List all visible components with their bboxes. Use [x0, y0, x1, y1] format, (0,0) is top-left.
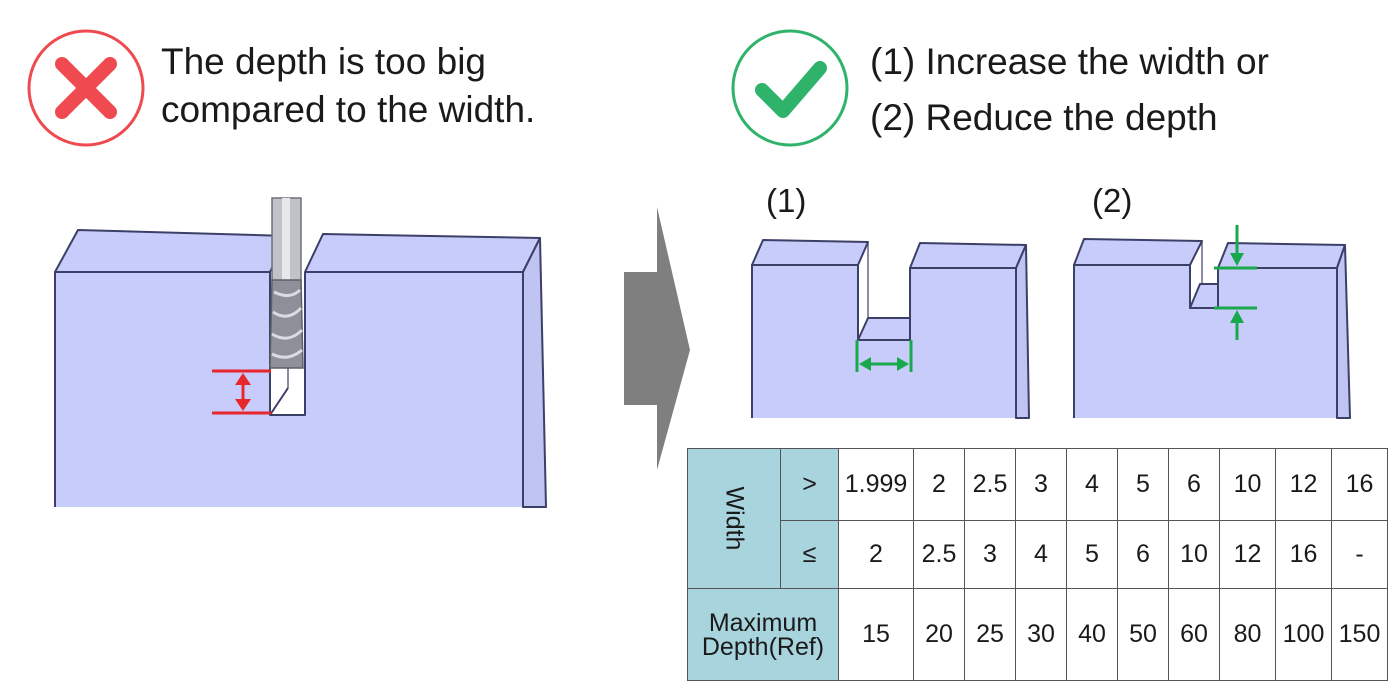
table-cell: 60: [1168, 588, 1220, 681]
table-cell: 4: [1015, 520, 1067, 589]
table-cell: 5: [1117, 448, 1169, 521]
workpiece-shallow-slot: [1073, 238, 1351, 419]
solution-line-2: (2) Reduce the depth: [870, 97, 1218, 138]
table-cell: 16: [1331, 448, 1388, 521]
table-cell: 5: [1066, 520, 1118, 589]
table-cell: 3: [1015, 448, 1067, 521]
solution-heading: (1) Increase the width or (2) Reduce the…: [870, 34, 1269, 146]
table-cell: 10: [1168, 520, 1220, 589]
table-cell: 2.5: [964, 448, 1016, 521]
table-cell: 20: [913, 588, 965, 681]
problem-line-1: The depth is too big: [161, 41, 486, 82]
table-cell: 25: [964, 588, 1016, 681]
table-cell: 2: [838, 520, 914, 589]
table-cell: 30: [1015, 588, 1067, 681]
table-row-max-depth: Maximum Depth(Ref) 15 20 25 30 40 50 60 …: [687, 588, 1388, 681]
table-cell: 6: [1117, 520, 1169, 589]
arrow-right-icon: [624, 207, 690, 470]
table-cell: 2: [913, 448, 965, 521]
table-cell: 1.999: [838, 448, 914, 521]
table-cell: 6: [1168, 448, 1220, 521]
max-depth-label-line-2: Depth(Ref): [701, 632, 825, 661]
solution-line-1: (1) Increase the width or: [870, 41, 1269, 82]
table-cell: 50: [1117, 588, 1169, 681]
option-1-label: (1): [766, 182, 807, 219]
table-cell: 15: [838, 588, 914, 681]
width-header: Width: [687, 448, 781, 589]
table-cell: 40: [1066, 588, 1118, 681]
problem-heading: The depth is too big compared to the wid…: [161, 38, 535, 134]
table-cell: 150: [1331, 588, 1388, 681]
table-row-width-less-equal: ≤ 2 2.5 3 4 5 6 10 12 16 -: [688, 520, 1388, 589]
width-label: Width: [720, 486, 749, 551]
end-mill-tool: [269, 197, 304, 369]
depth-dimension-green: [1214, 225, 1257, 340]
max-depth-header: Maximum Depth(Ref): [687, 588, 839, 681]
less-equal-symbol: ≤: [780, 520, 839, 589]
greater-than-symbol: >: [780, 448, 839, 521]
option-2-label: (2): [1092, 182, 1133, 219]
depth-width-table: Width > 1.999 2 2.5 3 4 5 6 10 12 16 ≤ 2…: [687, 448, 1388, 681]
table-cell: 10: [1219, 448, 1276, 521]
depth-dimension-red: [212, 369, 271, 415]
table-cell: 3: [964, 520, 1016, 589]
workpiece-deep-slot: [54, 229, 547, 508]
problem-line-2: compared to the width.: [161, 89, 536, 130]
table-cell: -: [1331, 520, 1388, 589]
table-cell: 4: [1066, 448, 1118, 521]
table-cell: 2.5: [913, 520, 965, 589]
width-dimension-green: [855, 340, 913, 372]
table-cell: 12: [1219, 520, 1276, 589]
table-row-width-greater: Width > 1.999 2 2.5 3 4 5 6 10 12 16: [687, 448, 1388, 589]
table-cell: 12: [1275, 448, 1332, 521]
max-depth-label-line-1: Maximum: [708, 608, 818, 637]
check-icon: [731, 29, 849, 147]
table-cell: 16: [1275, 520, 1332, 589]
table-cell: 100: [1275, 588, 1332, 681]
workpiece-wider-slot: [751, 239, 1030, 419]
table-cell: 80: [1219, 588, 1276, 681]
cross-icon: [27, 29, 145, 147]
